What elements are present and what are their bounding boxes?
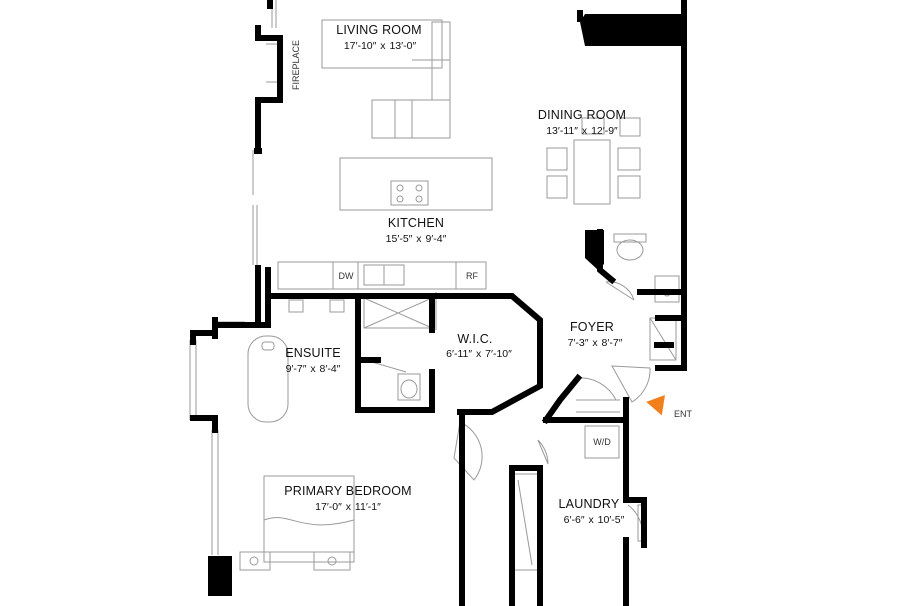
- walls: [190, 0, 687, 606]
- kitchen-island: [339, 157, 493, 211]
- primary-bedroom-name: PRIMARY BEDROOM: [284, 484, 412, 498]
- washer-dryer-label: W/D: [593, 437, 611, 447]
- foyer-name: FOYER: [569, 320, 615, 334]
- dining-room-name: DINING ROOM: [537, 108, 627, 122]
- laundry-dims: 6′-6″ x 10′-5″: [563, 514, 625, 526]
- fireplace-label: FIREPLACE: [291, 40, 301, 91]
- bathtub: [247, 335, 289, 423]
- furniture-layer: [189, 0, 680, 571]
- wall-blocks: [208, 10, 684, 596]
- sofa: [321, 19, 451, 139]
- laundry-name: LAUNDRY: [558, 497, 620, 511]
- living-room-dims: 17′-10″ x 13′-0″: [343, 40, 417, 52]
- primary-bedroom-dims: 17′-0″ x 11′-1″: [315, 501, 381, 513]
- cooktop: [390, 180, 429, 206]
- kitchen-counter: [277, 261, 487, 290]
- dining-room-dims: 13′-11″ x 12′-9″: [546, 125, 618, 137]
- kitchen-dims: 15′-5″ x 9′-4″: [385, 233, 447, 245]
- toilet: [616, 239, 644, 261]
- dishwasher-label: DW: [338, 271, 354, 281]
- ensuite-dims: 9′-7″ x 8′-4″: [285, 363, 341, 375]
- fridge-label: RF: [466, 271, 478, 281]
- wic-name: W.I.C.: [457, 332, 493, 346]
- entry-label: ENT: [674, 409, 692, 419]
- foyer-dims: 7′-3″ x 8′-7″: [567, 337, 623, 349]
- kitchen-name: KITCHEN: [387, 216, 445, 230]
- dining-table: [573, 139, 611, 205]
- living-room-name: LIVING ROOM: [336, 23, 422, 37]
- washer-dryer: [584, 425, 620, 459]
- ensuite-name: ENSUITE: [285, 346, 341, 360]
- wic-dims: 6′-11″ x 7′-10″: [446, 348, 512, 360]
- entry-marker: [646, 395, 666, 416]
